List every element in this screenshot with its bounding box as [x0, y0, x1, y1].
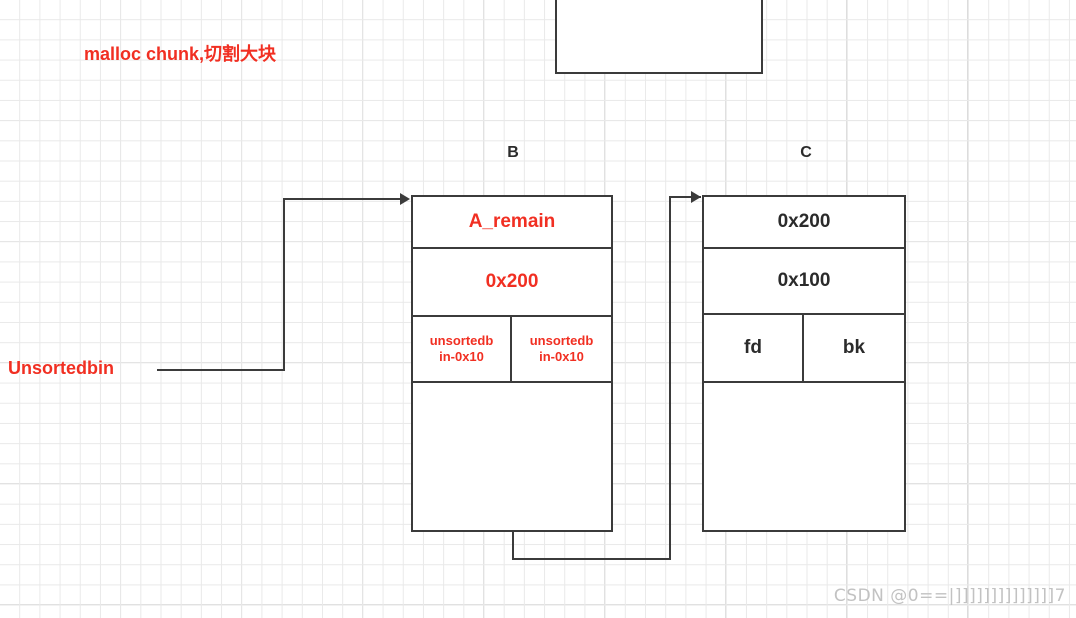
chunk-c-bk-text: bk [842, 337, 866, 358]
chunk-c-fd-cell: fd [704, 315, 804, 381]
chunk-b-fd-text: unsortedb in-0x10 [430, 333, 494, 365]
chunk-b-size-text: 0x200 [485, 271, 539, 292]
chunk-b-bk-line1: unsortedb [529, 333, 594, 348]
chunk-b-a-remain-text: A_remain [468, 211, 556, 232]
chunk-b-fd-line1: unsortedb [429, 333, 494, 348]
csdn-watermark: CSDN @0==|]]]]]]]]]]]]]]7 [833, 586, 1066, 606]
connector-unsortedbin-to-b [283, 198, 408, 200]
chunk-label-b: B [507, 144, 519, 161]
chunk-b-bk-cell: unsortedb in-0x10 [512, 317, 611, 381]
arrowhead-to-chunk-c [691, 191, 701, 203]
arrowhead-to-chunk-b [400, 193, 410, 205]
page-title: malloc chunk,切割大块 [84, 44, 277, 64]
chunk-b-row-size: 0x200 [413, 249, 611, 317]
chunk-b-fd-cell: unsortedb in-0x10 [413, 317, 512, 381]
chunk-c-row-prevsize: 0x200 [704, 197, 904, 249]
chunk-c-fd-text: fd [744, 337, 762, 358]
chunk-c-row-body [704, 383, 904, 530]
connector-to-c-horizontal [669, 196, 701, 198]
chunk-label-c: C [800, 144, 812, 161]
chunk-c-prevsize-text: 0x200 [777, 211, 831, 232]
chunk-c-row-fdbk: fd bk [704, 315, 904, 383]
connector-unsortedbin-horizontal [157, 369, 285, 371]
chunk-b-row-body [413, 383, 611, 530]
chunk-b-bk-line2: in-0x10 [539, 349, 584, 364]
chunk-c-row-size: 0x100 [704, 249, 904, 315]
unsortedbin-label: Unsortedbin [8, 358, 114, 378]
chunk-c-bk-cell: bk [804, 315, 904, 381]
chunk-b-row-a-remain: A_remain [413, 197, 611, 249]
chunk-c-box: 0x200 0x100 fd bk [702, 195, 906, 532]
chunk-b-fd-line2: in-0x10 [439, 349, 484, 364]
chunk-b-row-fdbk: unsortedb in-0x10 unsortedb in-0x10 [413, 317, 611, 383]
chunk-b-box: A_remain 0x200 unsortedb in-0x10 unsorte… [411, 195, 613, 532]
top-chunk-box [555, 0, 763, 74]
connector-unsortedbin-vertical [283, 198, 285, 371]
chunk-b-bk-text: unsortedb in-0x10 [530, 333, 594, 365]
connector-b-to-c-horizontal [512, 558, 671, 560]
connector-b-down [512, 531, 514, 560]
chunk-c-size-text: 0x100 [777, 270, 831, 291]
connector-c-up [669, 196, 671, 560]
